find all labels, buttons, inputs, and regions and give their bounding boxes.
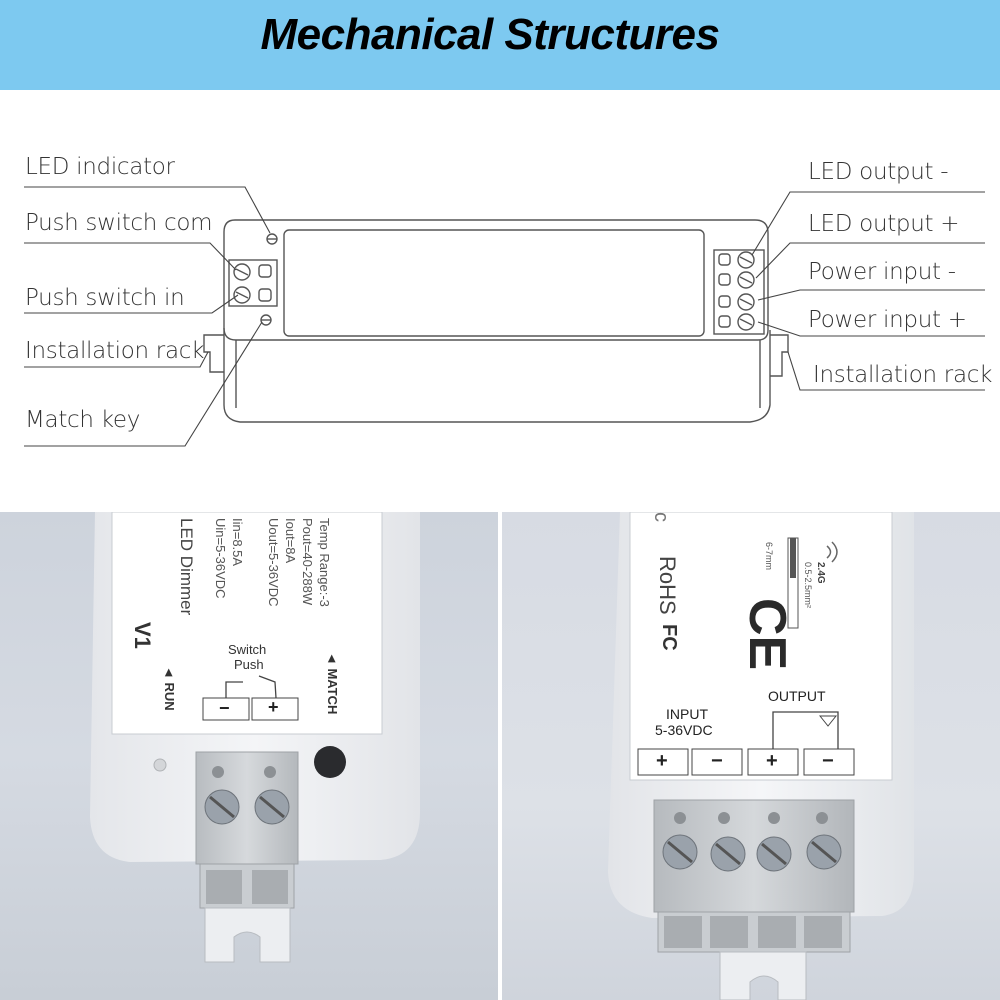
callout-power-input-minus: Power input - (808, 259, 956, 285)
match-button[interactable] (314, 746, 346, 778)
wireless-label: 2.4G (815, 562, 826, 584)
device-top-outline (223, 219, 769, 341)
edge-char: c (650, 512, 672, 522)
product-label: LED Dimmer (177, 518, 196, 616)
label-window (283, 229, 705, 337)
ce-mark: CE (738, 598, 796, 670)
spec-uout: Uout=5-36VDC (266, 518, 281, 607)
callout-power-input-plus: Power input + (808, 307, 967, 333)
device-label (629, 512, 893, 781)
spec-iout: Iout=8A (283, 518, 298, 564)
device-outline-drawing (24, 186, 985, 447)
callout-match-key: Match key (25, 407, 141, 433)
callout-push-switch-in: Push switch in (25, 285, 185, 311)
right-photo-drawing: CE (608, 512, 914, 1000)
mechanical-diagram: LED indicator Push switch com Push switc… (0, 90, 1000, 510)
push-label: Push (234, 657, 264, 672)
run-label: ◄ RUN (162, 666, 177, 711)
page-title: Mechanical Structures (260, 10, 721, 59)
right-installation-rack (770, 334, 789, 377)
spec-temp: Temp Range:-3 (317, 518, 332, 607)
left-product-photo: V1 LED Dimmer Uin=5-36VDC Iin=8.5A Uout=… (0, 512, 498, 1000)
callout-led-output-minus: LED output - (808, 159, 949, 185)
strip-spec-label: 6-7mm (764, 542, 774, 571)
model-label: V1 (130, 622, 155, 649)
right-product-photo: CE c RoHS FC 2.4G 0.5-2.5mm² 6-7mm INPUT… (502, 512, 1000, 1000)
callout-led-output-plus: LED output + (808, 211, 960, 237)
spec-pout: Pout=40-288W (300, 518, 315, 606)
device-body-outline (223, 328, 771, 423)
input-plus-label: + (656, 750, 668, 772)
output-wiring (772, 711, 839, 749)
output-label: OUTPUT (768, 688, 826, 704)
spec-iin: Iin=8.5A (230, 518, 245, 567)
callout-led-indicator: LED indicator (25, 154, 175, 180)
run-led (153, 758, 167, 772)
input-voltage-label: 5-36VDC (655, 722, 713, 738)
terminal-minus-label: − (219, 698, 230, 718)
output-minus-label: − (822, 750, 834, 772)
input-label: INPUT (666, 706, 708, 722)
spec-uin: Uin=5-36VDC (213, 518, 228, 599)
wireless-icon (826, 541, 838, 563)
left-terminal-block (228, 259, 278, 307)
fc-mark: FC (658, 624, 680, 651)
match-label: ◄ MATCH (325, 652, 340, 715)
title-banner: Mechanical Structures (0, 0, 1000, 90)
output-plus-label: + (766, 750, 778, 772)
left-installation-rack (203, 334, 224, 373)
callout-installation-rack-left: Installation rack (25, 338, 205, 364)
terminal-plus-label: + (268, 697, 279, 717)
left-photo-drawing (90, 512, 420, 963)
switch-label: Switch (228, 642, 267, 657)
right-terminal-block (713, 249, 765, 335)
led-symbol-icon (818, 715, 838, 727)
wire-spec-label: 0.5-2.5mm² (803, 562, 813, 609)
plus-box (251, 697, 299, 721)
callout-push-switch-com: Push switch com (25, 210, 213, 236)
mounting-tab (204, 907, 291, 963)
input-minus-label: − (711, 750, 723, 772)
callout-installation-rack-right: Installation rack (813, 362, 993, 388)
rohs-mark: RoHS (655, 556, 680, 615)
device-label (111, 512, 383, 735)
mounting-tab (719, 951, 807, 1000)
